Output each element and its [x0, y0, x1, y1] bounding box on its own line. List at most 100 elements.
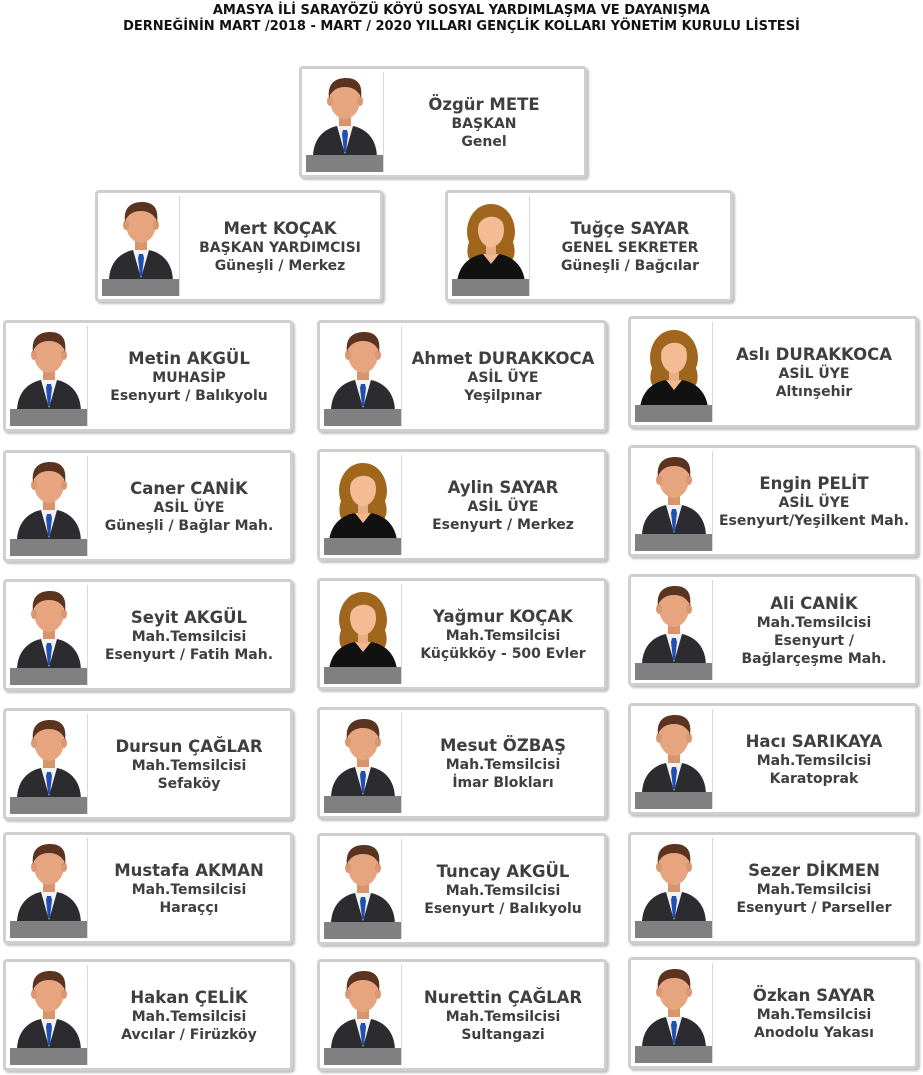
member-location: Yeşilpınar	[464, 387, 542, 404]
member-photo	[324, 326, 402, 426]
member-photo	[102, 196, 180, 296]
member-name: Aylin SAYAR	[447, 477, 559, 497]
member-role: Mah.Temsilcisi	[131, 628, 247, 645]
photo-nameplate	[10, 409, 87, 426]
member-location: Bağlarçeşme Mah.	[741, 650, 887, 667]
member-name: Aslı DURAKKOCA	[736, 344, 892, 364]
photo-nameplate	[10, 1048, 87, 1065]
member-location: Sefaköy	[157, 775, 221, 792]
member-name: Mustafa AKMAN	[114, 860, 264, 880]
member-photo	[635, 838, 713, 938]
photo-nameplate	[10, 539, 87, 556]
member-photo	[10, 838, 88, 938]
photo-nameplate	[635, 1046, 712, 1063]
member-name: Tuğçe SAYAR	[570, 218, 690, 238]
member-location: Esenyurt / Fatih Mah.	[104, 646, 274, 663]
member-location: İmar Blokları	[452, 774, 554, 791]
photo-nameplate	[102, 279, 179, 296]
member-location: Avcılar / Firüzköy	[121, 1026, 257, 1043]
photo-nameplate	[324, 667, 401, 684]
member-location: Genel	[461, 133, 507, 150]
member-photo	[10, 456, 88, 556]
member-name: Yağmur KOÇAK	[433, 606, 573, 626]
member-name: Dursun ÇAĞLAR	[115, 736, 263, 756]
member-photo	[324, 965, 402, 1065]
member-name: Engin PELİT	[759, 473, 869, 493]
member-location: Altınşehir	[775, 383, 853, 400]
member-photo	[324, 839, 402, 939]
member-role: Mah.Temsilcisi	[445, 882, 561, 899]
member-location: Güneşli / Merkez	[214, 257, 346, 274]
member-photo	[306, 72, 384, 172]
member-location: Esenyurt / Balıkyolu	[424, 900, 582, 917]
member-location: Esenyurt / Merkez	[432, 516, 574, 533]
member-photo	[324, 584, 402, 684]
photo-nameplate	[635, 921, 712, 938]
member-role: Mah.Temsilcisi	[445, 627, 561, 644]
member-photo	[10, 965, 88, 1065]
member-location: Karatoprak	[769, 770, 859, 787]
member-photo	[10, 585, 88, 685]
member-name: Sezer DİKMEN	[748, 860, 880, 880]
title-line-1: AMASYA İLİ SARAYÖZÜ KÖYÜ SOSYAL YARDIMLA…	[212, 3, 711, 18]
member-location: Esenyurt / Balıkyolu	[110, 387, 268, 404]
member-name: Metin AKGÜL	[128, 348, 250, 368]
member-name: Mesut ÖZBAŞ	[439, 735, 567, 755]
member-photo	[635, 709, 713, 809]
member-location: Sultangazi	[461, 1026, 545, 1043]
member-location: Haraççı	[159, 899, 219, 916]
photo-nameplate	[324, 1048, 401, 1065]
member-photo	[10, 714, 88, 814]
title-line-2: DERNEĞİNİN MART /2018 - MART / 2020 YILL…	[123, 19, 800, 34]
member-name: Hakan ÇELİK	[130, 987, 248, 1007]
member-role: Mah.Temsilcisi	[756, 752, 872, 769]
member-location: Güneşli / Bağcılar	[560, 257, 700, 274]
member-photo	[635, 963, 713, 1063]
member-role: ASİL ÜYE	[778, 494, 850, 511]
member-role: ASİL ÜYE	[467, 498, 539, 515]
member-photo	[324, 455, 402, 555]
photo-nameplate	[635, 792, 712, 809]
photo-nameplate	[324, 538, 401, 555]
member-location: Esenyurt / Parseller	[736, 899, 892, 916]
member-photo	[10, 326, 88, 426]
member-role: Mah.Temsilcisi	[445, 1008, 561, 1025]
member-name: Ahmet DURAKKOCA	[411, 348, 595, 368]
photo-nameplate	[306, 155, 383, 172]
photo-nameplate	[324, 922, 401, 939]
member-name: Tuncay AKGÜL	[436, 861, 570, 881]
photo-nameplate	[10, 797, 87, 814]
photo-nameplate	[324, 796, 401, 813]
photo-nameplate	[635, 534, 712, 551]
page-title: AMASYA İLİ SARAYÖZÜ KÖYÜ SOSYAL YARDIMLA…	[0, 3, 923, 35]
member-role: ASİL ÜYE	[153, 499, 225, 516]
member-location: Esenyurt/Yeşilkent Mah.	[718, 512, 910, 529]
member-role: Mah.Temsilcisi	[445, 756, 561, 773]
